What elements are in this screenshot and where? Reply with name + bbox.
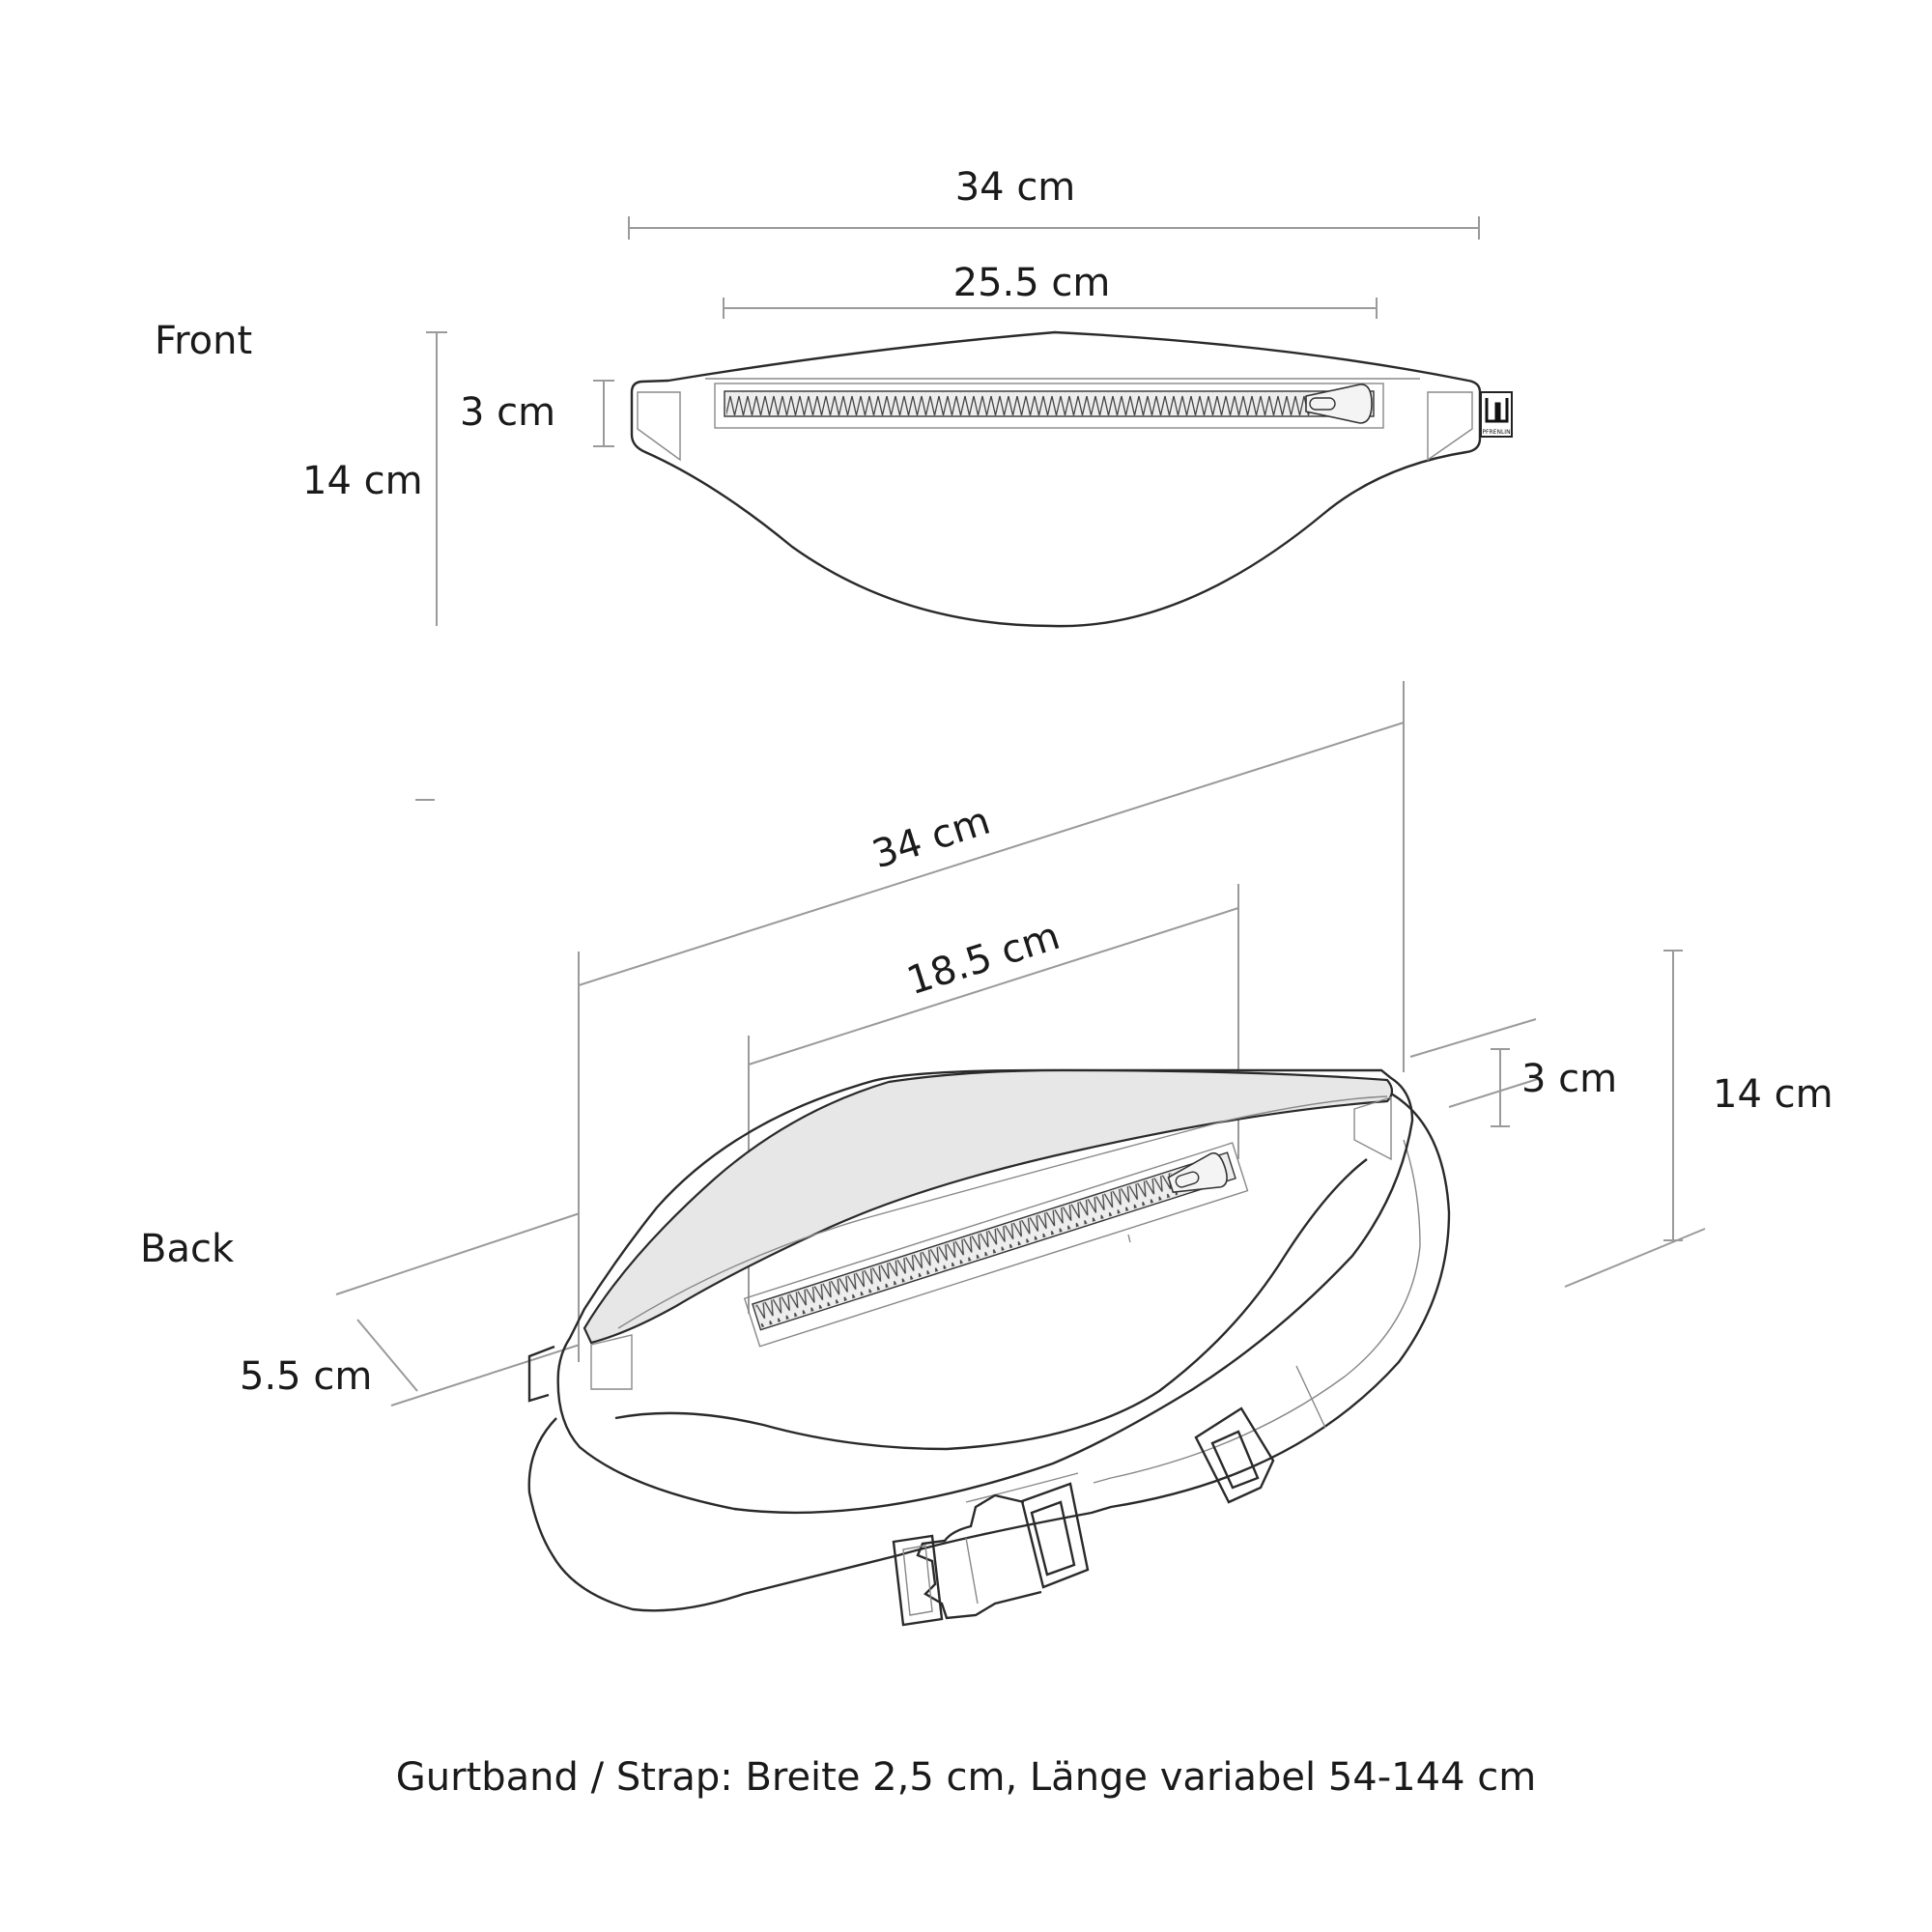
front-bag-outline xyxy=(630,330,1482,628)
back-bag-outline xyxy=(556,1068,1414,1515)
brand-logo-text: PFRENLIN xyxy=(1482,429,1510,436)
back-zipper-pull xyxy=(1167,1152,1228,1193)
strap-note: Gurtband / Strap: Breite 2,5 cm, Länge v… xyxy=(396,1755,1536,1800)
back-lid-panel xyxy=(582,1068,1394,1345)
back-zip-height-label: 3 cm xyxy=(1521,1057,1617,1101)
front-zip-height-label: 3 cm xyxy=(460,390,555,435)
back-height-dimension: 14 cm xyxy=(1564,950,1833,1288)
front-height-label: 14 cm xyxy=(302,459,423,503)
strap-slider xyxy=(1194,1406,1275,1504)
waist-strap xyxy=(527,1092,1451,1612)
back-left-corner-patch xyxy=(590,1334,633,1390)
back-side-tab xyxy=(527,1345,555,1403)
front-width-label: 34 cm xyxy=(955,165,1076,210)
buckle-female xyxy=(1020,1482,1090,1589)
front-zip-panel xyxy=(714,383,1384,429)
front-left-corner-patch xyxy=(637,391,681,462)
back-right-corner-patch xyxy=(1353,1096,1392,1161)
back-depth-dimension: 5.5 cm xyxy=(240,1212,581,1406)
strap-loop-keeper xyxy=(892,1534,944,1627)
back-zipper-teeth xyxy=(754,1172,1179,1328)
back-view: Back 34 cm 18.5 cm 3 cm xyxy=(140,681,1833,1627)
back-view-label: Back xyxy=(140,1227,235,1271)
buckle-male xyxy=(916,1493,1042,1620)
front-view-label: Front xyxy=(155,319,252,363)
front-width-dimension: 34 cm xyxy=(628,165,1480,240)
front-zip-length-label: 25.5 cm xyxy=(953,261,1111,305)
front-zip-length-dimension: 25.5 cm xyxy=(723,261,1378,319)
back-zipper xyxy=(743,1142,1249,1348)
back-depth-label: 5.5 cm xyxy=(240,1354,372,1399)
brand-logo-tag: PFRENLIN xyxy=(1480,391,1513,438)
front-zipper-teeth xyxy=(726,392,1312,415)
back-zip-height-dimension: 3 cm xyxy=(1409,1018,1617,1127)
front-right-corner-patch xyxy=(1427,391,1473,462)
front-height-dimension: 14 cm xyxy=(302,331,447,626)
back-height-label: 14 cm xyxy=(1713,1072,1833,1117)
front-view: Front 34 cm 25.5 cm 3 cm 14 cm xyxy=(155,165,1513,628)
back-width-label: 34 cm xyxy=(867,799,996,878)
front-zip-height-dimension: 3 cm xyxy=(460,380,614,447)
front-zipper-pull xyxy=(1305,384,1373,424)
